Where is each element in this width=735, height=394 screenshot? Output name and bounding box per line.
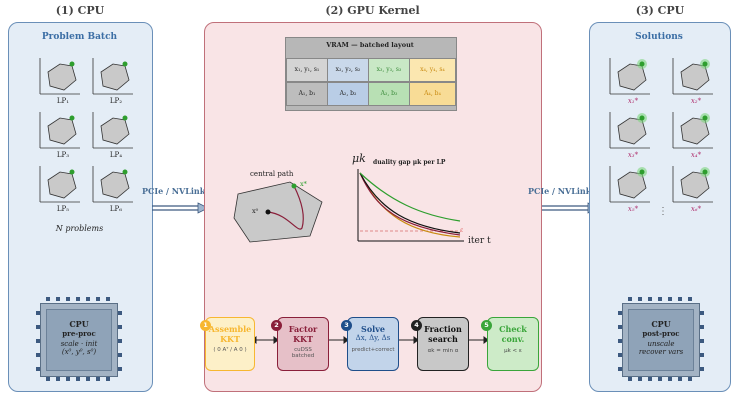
step2-sub: cuDSS [294,347,312,353]
step4-title: Fraction [424,324,462,334]
duality-title: duality gap μk per LP [373,159,446,166]
header-gpu-kernel: (2) GPU Kernel [325,4,420,17]
step1-title: Assemble [208,324,252,334]
step1-title2: KKT [220,334,240,344]
solutions-title: Solutions [635,32,683,42]
solutions-ellipsis: ⋮ [658,206,668,217]
step-assemble-kkt: Assemble KKT ( 0 Aᵀ / A 0 ) [205,317,255,371]
central-path-label: central path [250,170,294,178]
step-solve: Solve Δx, Δy, Δs predict+correct [347,317,399,371]
vram-cell-a3: A₃, b₃ [368,82,410,106]
preproc-chip-pins [36,297,122,381]
postproc-chip-core: CPU post-proc unscale recover vars [628,309,694,371]
vram-cell-x3: x₃, y₃, s₃ [368,58,410,82]
central-path-start: x⁰ [252,207,259,215]
solution-label-6: x₆* [690,205,702,213]
step5-title: Check [499,324,527,334]
solution-label-4: x₄* [690,151,702,159]
link-label-right: PCIe / NVLink [528,186,592,196]
step5-badge: 5 [481,320,492,331]
preproc-subtitle: pre-proc [62,329,96,338]
step1-sub: ( 0 Aᵀ / A 0 ) [213,347,247,353]
duality-eps: ε [460,227,464,234]
vram-title: VRAM — batched layout [326,41,414,49]
step1-badge: 1 [200,320,211,331]
step3-sub: predict+correct [351,347,395,353]
preproc-line2: (x⁰, y⁰, s⁰) [61,348,97,356]
link-arrow-left [152,202,209,214]
postproc-subtitle: post-proc [642,329,680,338]
step-factor-kkt: Factor KKT cuDSS batched [277,317,329,371]
step4-title2: search [428,334,458,344]
solution-label-2: x₂* [690,97,702,105]
preproc-chip-core: CPU pre-proc scale · init (x⁰, y⁰, s⁰) [46,309,112,371]
link-label-left: PCIe / NVLink [142,186,206,196]
step2-sub2: batched [291,353,315,359]
n-problems-label: N problems [55,224,104,233]
preproc-line1: scale · init [60,340,98,348]
vram-cell-x4: x₄, y₄, s₄ [409,58,456,82]
solution-label-1: x₁* [627,97,639,105]
lp-label-1: LP₁ [56,97,70,105]
step2-title: Factor [288,324,318,334]
duality-xlabel: iter t [468,236,491,246]
duality-ylabel: μk [352,152,366,165]
step4-badge: 4 [411,320,422,331]
preproc-title: CPU [69,319,89,329]
postproc-line1: unscale [647,340,675,348]
postproc-title: CPU [651,319,671,329]
central-path-diagram [233,181,323,243]
vram-cell-a4: A₄, b₄ [409,82,456,106]
lp-label-3: LP₃ [56,151,70,159]
duality-plot [357,169,464,242]
header-cpu-right: (3) CPU [635,4,685,17]
step5-title2: conv. [501,334,525,344]
postproc-line2: recover vars [638,348,684,356]
step3-title: Solve [361,324,385,334]
solution-label-5: x₅* [627,205,639,213]
step2-title2: KKT [293,334,313,344]
vram-cell-a1: A₁, b₁ [286,82,328,106]
step-fraction-search: Fraction search αk = min α [417,317,469,371]
header-cpu-left: (1) CPU [55,4,105,17]
step4-sub: αk = min α [427,348,459,354]
lp-label-2: LP₂ [109,97,123,105]
vram-cell-x2: x₂, y₂, s₂ [327,58,369,82]
lp-label-6: LP₆ [109,205,123,213]
lp-label-4: LP₄ [109,151,123,159]
step3-title2: Δx, Δy, Δs [355,334,391,342]
step-arrows [251,336,489,344]
vram-cell-x1: x₁, y₁, s₁ [286,58,328,82]
step3-badge: 3 [341,320,352,331]
central-path-end: x* [300,180,307,188]
lp-label-5: LP₅ [56,205,70,213]
solution-label-3: x₃* [627,151,639,159]
problem-batch-title: Problem Batch [41,32,118,42]
step-check-convergence: Check conv. μk < ε [487,317,539,371]
step2-badge: 2 [271,320,282,331]
postproc-chip-pins [618,297,704,381]
step5-sub: μk < ε [504,348,522,354]
